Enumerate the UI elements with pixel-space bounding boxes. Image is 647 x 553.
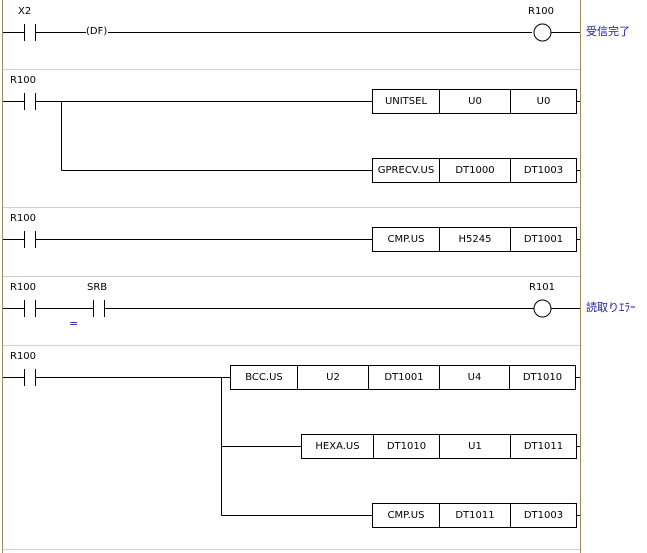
instr-arg: U0 bbox=[439, 90, 510, 113]
instr-arg: DT1011 bbox=[510, 435, 576, 458]
instruction-box-bcc[interactable]: BCC.US U2 DT1001 U4 DT1010 bbox=[230, 365, 576, 390]
instr-arg: DT1000 bbox=[439, 159, 510, 182]
rung-4-comment: 読取りｴﾗｰ bbox=[586, 301, 636, 314]
instr-op: GPRECV.US bbox=[377, 165, 435, 176]
instr-arg: DT1010 bbox=[509, 366, 575, 389]
compare-equal-marker: = bbox=[69, 317, 79, 330]
rung-3-contact-label: R100 bbox=[10, 213, 37, 224]
rung-1-df-modifier: (DF) bbox=[86, 26, 108, 37]
rung-1-wiring bbox=[3, 23, 580, 42]
rung-4-wiring bbox=[3, 299, 580, 318]
instr-arg: DT1003 bbox=[510, 159, 576, 182]
instr-arg: U4 bbox=[439, 366, 509, 389]
instr-arg: DT1001 bbox=[510, 228, 576, 251]
instr-arg: U1 bbox=[439, 435, 510, 458]
instruction-box-gprecv[interactable]: GPRECV.US DT1000 DT1003 bbox=[372, 158, 577, 183]
coil-r101 bbox=[533, 299, 552, 318]
rung-1-coil-label: R100 bbox=[528, 6, 555, 17]
instr-arg: DT1010 bbox=[373, 435, 439, 458]
instr-op: CMP.US bbox=[387, 234, 425, 245]
instr-arg: DT1003 bbox=[510, 504, 576, 527]
rung-4-contact-label: R100 bbox=[10, 282, 37, 293]
rung-5-wiring bbox=[3, 369, 580, 516]
instruction-box-cmp-2[interactable]: CMP.US DT1011 DT1003 bbox=[372, 503, 577, 528]
instruction-box-cmp-1[interactable]: CMP.US H5245 DT1001 bbox=[372, 227, 577, 252]
instr-arg: U0 bbox=[510, 90, 576, 113]
instr-arg: H5245 bbox=[439, 228, 510, 251]
instr-op: CMP.US bbox=[387, 510, 425, 521]
rung-1-comment: 受信完了 bbox=[586, 25, 630, 38]
instr-arg: U2 bbox=[297, 366, 368, 389]
rung-3-wiring bbox=[3, 231, 580, 248]
rung-1-contact-label: X2 bbox=[18, 6, 32, 17]
rung-4-coil-label: R101 bbox=[529, 282, 556, 293]
rung-5-contact-label: R100 bbox=[10, 351, 37, 362]
rung-separators bbox=[3, 69, 580, 550]
rung-2-contact-label: R100 bbox=[10, 75, 37, 86]
instr-op: BCC.US bbox=[245, 372, 283, 383]
instr-op: HEXA.US bbox=[315, 441, 360, 452]
instruction-box-hexa[interactable]: HEXA.US DT1010 U1 DT1011 bbox=[301, 434, 577, 459]
instr-arg: DT1011 bbox=[439, 504, 510, 527]
instr-arg: DT1001 bbox=[368, 366, 439, 389]
instr-op: UNITSEL bbox=[384, 96, 428, 107]
rung-2-wiring bbox=[3, 93, 580, 171]
rung-4-contact-label-srb: SRB bbox=[87, 282, 108, 293]
coil-r100 bbox=[533, 23, 552, 42]
instruction-box-unitsel[interactable]: UNITSEL U0 U0 bbox=[372, 89, 577, 114]
